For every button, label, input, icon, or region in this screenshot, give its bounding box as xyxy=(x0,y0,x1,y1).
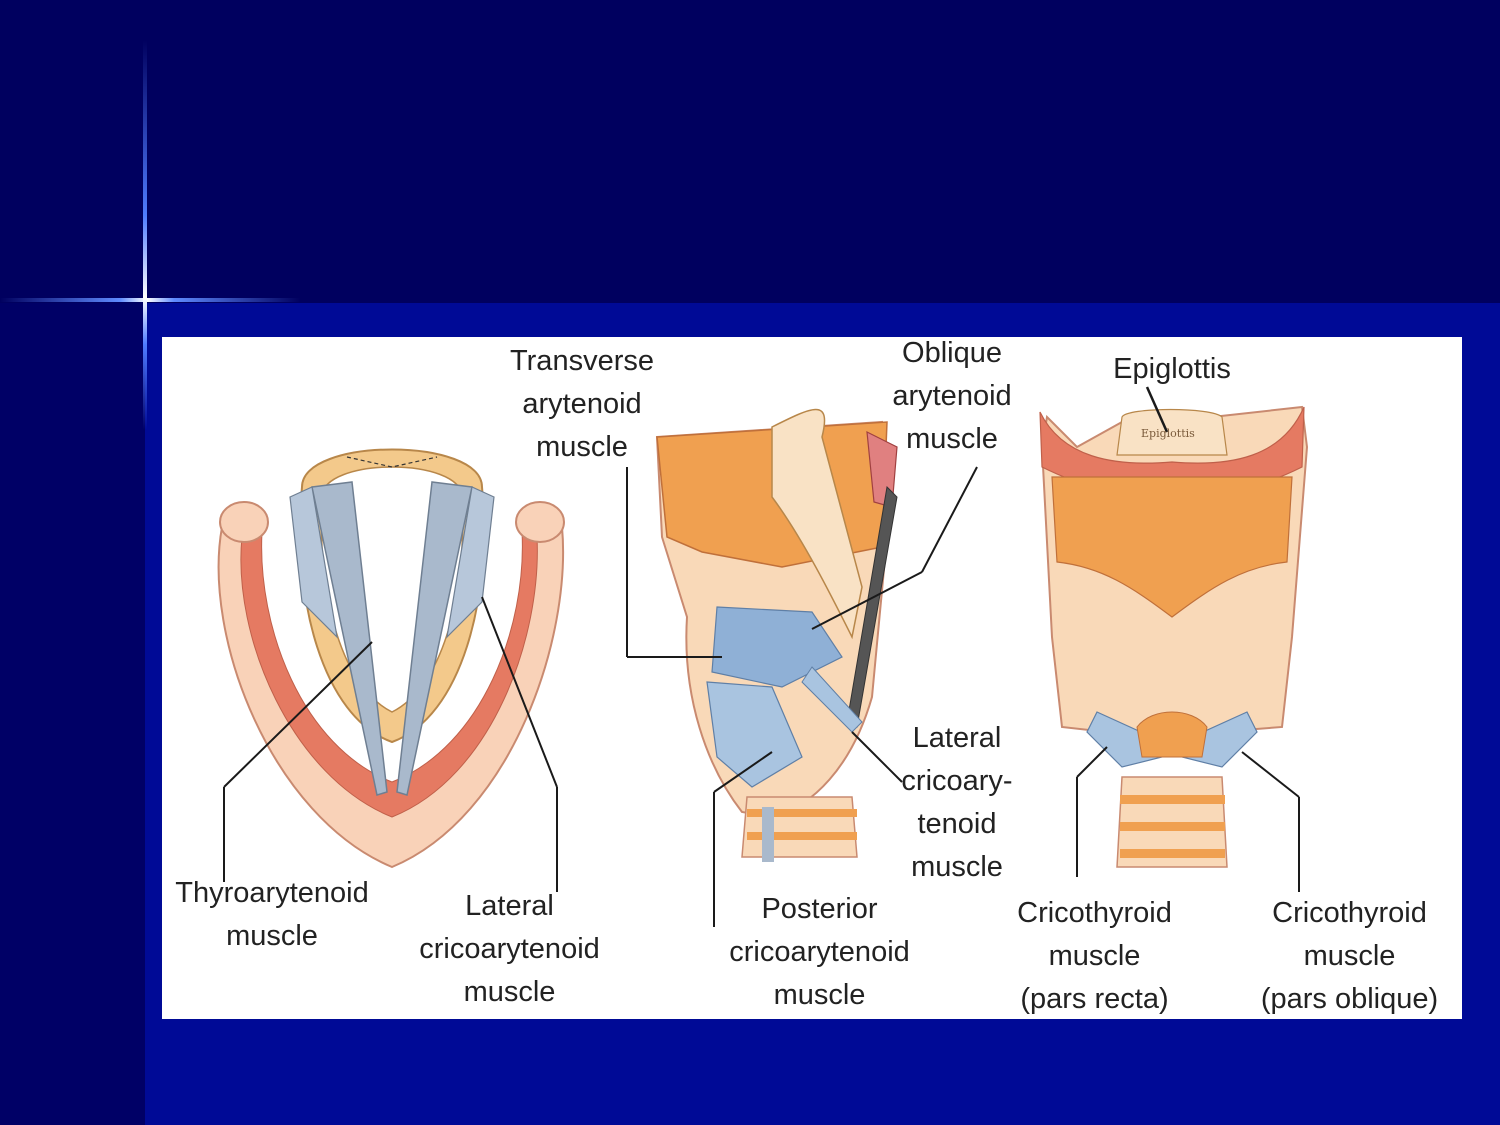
slide-left-band xyxy=(0,303,145,1125)
light-flare-horizontal xyxy=(0,298,300,302)
light-flare-vertical xyxy=(143,40,147,430)
superior-view-drawing xyxy=(217,448,565,892)
label-thyroarytenoid: Thyroarytenoid muscle xyxy=(175,877,369,952)
epiglottis-inline-label: Epiglottis xyxy=(1141,427,1195,440)
larynx-illustration xyxy=(217,386,1309,927)
label-cricothyroid-pars-recta: Cricothyroid muscle (pars recta) xyxy=(1017,897,1172,1015)
label-cricothyroid-pars-oblique: Cricothyroid muscle (pars oblique) xyxy=(1260,897,1439,1015)
label-transverse-arytenoid: Transverse arytenoid muscle xyxy=(510,345,654,463)
anterior-view-drawing xyxy=(1039,386,1309,892)
label-epiglottis: Epiglottis xyxy=(1113,353,1231,385)
larynx-muscles-figure: Epiglottis Transverse arytenoid muscle O… xyxy=(162,337,1462,1019)
label-oblique-arytenoid: Oblique arytenoid muscle xyxy=(892,337,1012,455)
label-lateral-cricoarytenoid-middle: Lateral cricoary- tenoid muscle xyxy=(901,722,1013,883)
label-posterior-cricoarytenoid: Posterior cricoarytenoid muscle xyxy=(729,893,910,1011)
slide-header-band xyxy=(0,0,1500,303)
label-lateral-cricoarytenoid-left: Lateral cricoarytenoid muscle xyxy=(419,890,600,1008)
posterior-lateral-view-drawing xyxy=(626,408,978,927)
